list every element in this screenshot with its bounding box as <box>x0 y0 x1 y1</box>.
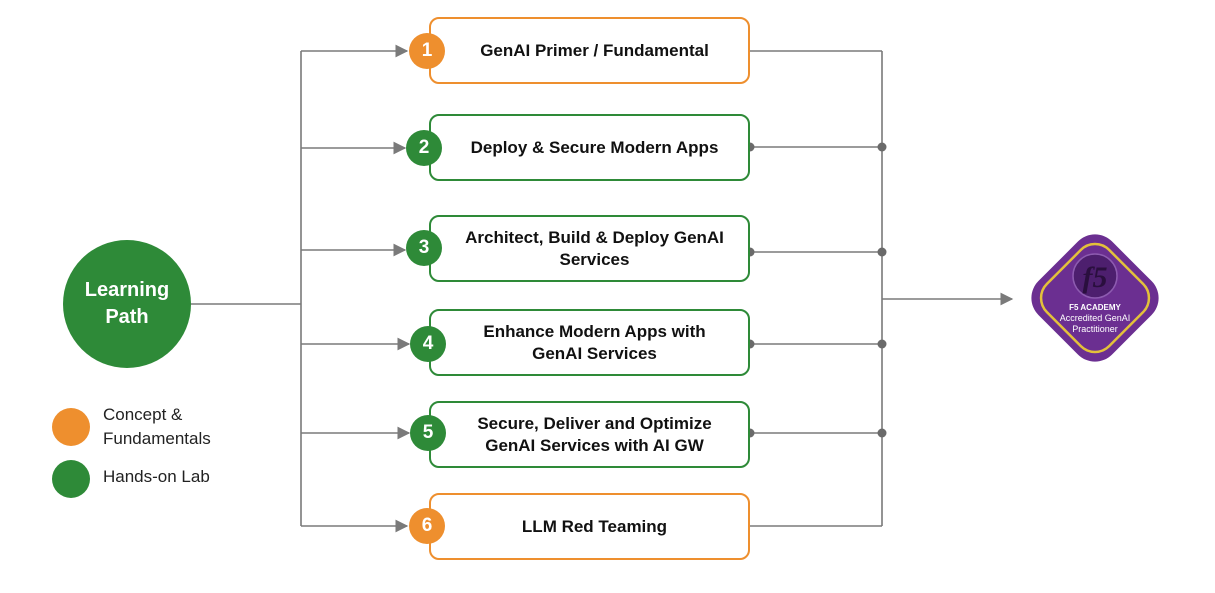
junction-dot <box>877 142 887 152</box>
step-label-5: Secure, Deliver and Optimize GenAI Servi… <box>477 413 712 455</box>
learning-path-node: Learning Path <box>63 240 191 368</box>
step-number-badge-1: 1 <box>409 33 445 69</box>
step-label-3: Architect, Build & Deploy GenAI Services <box>465 227 724 269</box>
step-box-2[interactable]: Deploy & Secure Modern Apps <box>429 114 750 181</box>
junction-dot <box>877 247 887 257</box>
f5-logo-text: f5 <box>1083 261 1108 294</box>
f5-logo-icon <box>1072 253 1118 299</box>
step-number-badge-6: 6 <box>409 508 445 544</box>
step-number-badge-2: 2 <box>406 130 442 166</box>
step-label-4: Enhance Modern Apps with GenAI Services <box>483 321 706 363</box>
step-number-badge-5: 5 <box>410 415 446 451</box>
step-box-3[interactable]: Architect, Build & Deploy GenAI Services <box>429 215 750 282</box>
certification-academy: F5 ACADEMY <box>1069 303 1121 312</box>
junction-dot <box>877 339 887 349</box>
certification-text: F5 ACADEMY Accredited GenAI Practitioner <box>1030 302 1160 335</box>
step-box-6[interactable]: LLM Red Teaming <box>429 493 750 560</box>
step-label-2: Deploy & Secure Modern Apps <box>470 137 719 157</box>
legend-lab-label: Hands-on Lab <box>103 467 210 486</box>
step-label-1: GenAI Primer / Fundamental <box>480 40 709 60</box>
certification-line-2: Practitioner <box>1072 324 1118 334</box>
step-box-5[interactable]: Secure, Deliver and Optimize GenAI Servi… <box>429 401 750 468</box>
step-number-badge-4: 4 <box>410 326 446 362</box>
legend-lab-swatch <box>52 460 90 498</box>
certification-badge: f5 <box>1031 234 1159 362</box>
legend-concept-label: Concept & Fundamentals <box>103 405 211 448</box>
step-label-6: LLM Red Teaming <box>521 516 668 536</box>
step-number-badge-3: 3 <box>406 230 442 266</box>
certification-line-1: Accredited GenAI <box>1059 313 1131 323</box>
legend-concept-swatch <box>52 408 90 446</box>
step-box-4[interactable]: Enhance Modern Apps with GenAI Services <box>429 309 750 376</box>
step-box-1[interactable]: GenAI Primer / Fundamental <box>429 17 750 84</box>
junction-dot <box>877 428 887 438</box>
